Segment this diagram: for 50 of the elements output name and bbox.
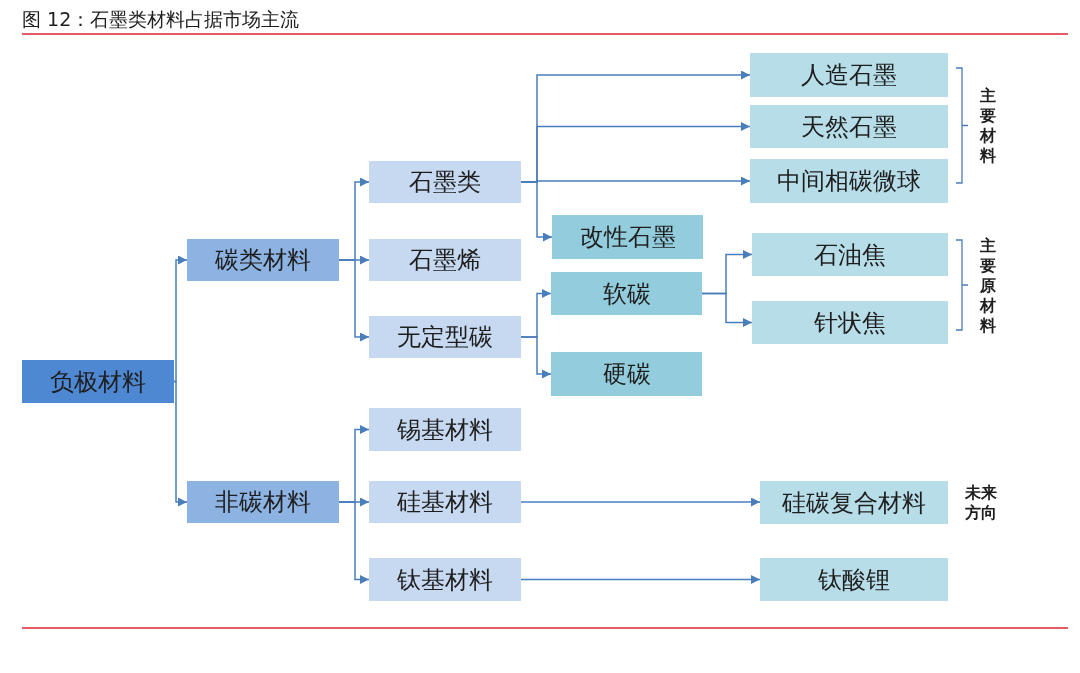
process-box (369, 161, 521, 203)
process-box (369, 316, 521, 358)
process-box (760, 558, 948, 601)
side-note: 未来方向 (965, 483, 997, 523)
node-label: 石墨类 (409, 168, 481, 196)
process-box (551, 272, 702, 315)
process-box (750, 105, 948, 148)
process-box (369, 408, 521, 451)
arrow (520, 181, 553, 242)
process-box (551, 352, 702, 396)
node-label: 针状焦 (814, 308, 886, 337)
process-box (752, 301, 948, 344)
arrow (338, 259, 370, 342)
node-label: 石油焦 (814, 240, 886, 269)
process-box (369, 558, 521, 601)
arrow (173, 255, 188, 383)
process-box (369, 239, 521, 281)
arrow (520, 336, 552, 379)
node-label: 钛基材料 (397, 565, 493, 594)
node-label: 石墨烯 (409, 246, 481, 274)
node-label: 碳类材料 (215, 246, 311, 274)
node-label: 改性石墨 (579, 223, 676, 251)
process-box (552, 215, 703, 259)
arrow (173, 380, 188, 507)
figure-title: 图 12：石墨类材料占据市场主流 (22, 7, 300, 31)
arrow (520, 575, 761, 584)
arrow (701, 292, 753, 327)
node-label: 负极材料 (50, 367, 146, 396)
node-label: 中间相碳微球 (777, 167, 921, 195)
node-label: 硬碳 (602, 360, 651, 388)
node-label: 硅基材料 (397, 488, 493, 516)
node-label: 锡基材料 (397, 415, 493, 444)
side-label: 主要原材料 (980, 236, 996, 336)
process-box (369, 481, 521, 523)
node-label: 无定型碳 (397, 323, 493, 351)
process-box (187, 239, 339, 281)
node-label: 软碳 (602, 279, 651, 308)
arrow (338, 501, 370, 584)
side-label: 主要材料 (980, 86, 996, 166)
node-label: 钛酸锂 (818, 565, 890, 594)
node-label: 人造石墨 (801, 61, 897, 89)
process-box (187, 481, 339, 523)
node-label: 硅碳复合材料 (782, 488, 926, 517)
node-label: 天然石墨 (801, 112, 897, 141)
node-label: 非碳材料 (215, 488, 311, 516)
process-box (752, 233, 948, 276)
process-box (22, 360, 174, 403)
process-box (750, 53, 948, 97)
arrow (520, 497, 761, 507)
process-box (750, 159, 948, 203)
